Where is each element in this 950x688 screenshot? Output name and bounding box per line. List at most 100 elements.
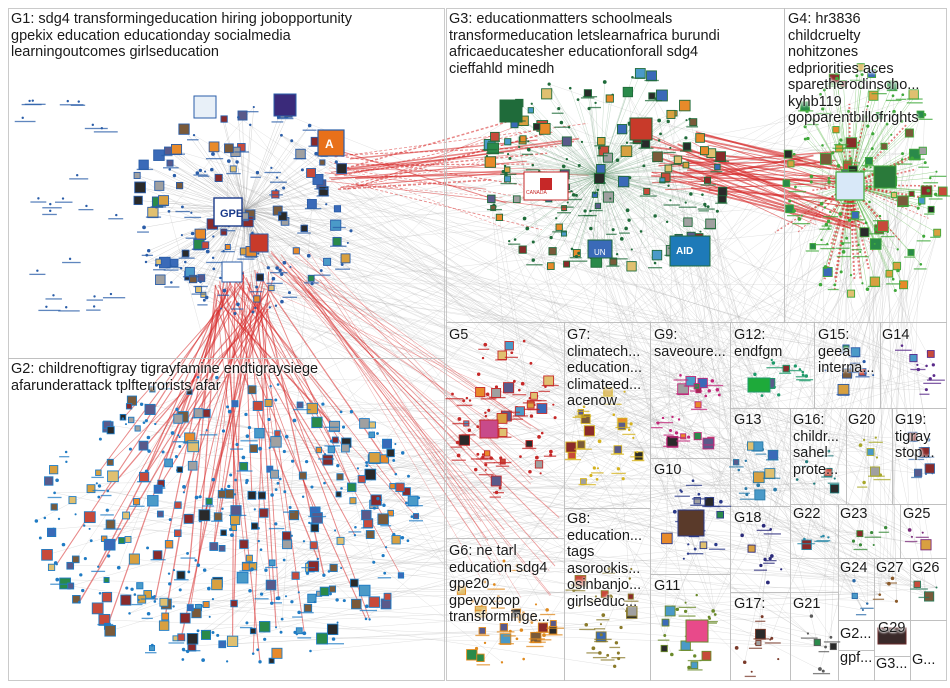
node <box>227 409 232 414</box>
node <box>794 185 797 189</box>
node <box>540 431 544 435</box>
node-label <box>535 631 550 633</box>
edge <box>270 250 505 531</box>
node-label <box>929 175 947 178</box>
node <box>827 536 830 539</box>
node <box>520 381 525 386</box>
node <box>470 599 475 603</box>
node-label <box>521 153 533 155</box>
node-label <box>551 112 564 114</box>
node <box>646 70 657 82</box>
node-label <box>799 465 811 468</box>
node <box>504 138 512 146</box>
edge <box>225 478 624 490</box>
node <box>694 401 702 409</box>
node <box>339 410 343 414</box>
node <box>282 449 286 454</box>
node <box>467 428 472 432</box>
node <box>603 181 606 185</box>
node-label <box>590 209 603 212</box>
edge <box>203 116 517 295</box>
edge <box>628 203 905 613</box>
node <box>744 487 748 491</box>
node <box>230 505 242 517</box>
node <box>777 393 781 397</box>
node-label <box>702 505 721 508</box>
edge <box>164 262 918 585</box>
edge <box>300 153 612 400</box>
node-label <box>297 232 311 234</box>
edge <box>827 184 851 218</box>
edge <box>290 263 556 567</box>
node-label <box>816 540 831 542</box>
node <box>170 431 175 435</box>
edge <box>603 150 890 584</box>
node <box>701 650 712 661</box>
edge <box>241 147 930 597</box>
node <box>809 243 817 250</box>
node <box>278 211 288 221</box>
node <box>115 213 118 217</box>
edge <box>481 154 789 606</box>
node-label <box>702 622 717 624</box>
node <box>297 591 300 594</box>
node <box>256 648 260 652</box>
node-label <box>738 492 750 494</box>
node-label <box>525 619 539 621</box>
node <box>248 588 252 593</box>
node <box>654 97 657 100</box>
node <box>683 609 688 614</box>
node-label <box>47 496 62 499</box>
node-label <box>293 408 311 411</box>
node <box>890 133 893 136</box>
node <box>891 94 895 98</box>
node <box>496 412 508 424</box>
node-label <box>611 472 626 475</box>
node <box>239 539 249 549</box>
node <box>368 431 375 439</box>
node-label <box>480 457 493 459</box>
node <box>158 620 170 631</box>
node <box>290 459 295 463</box>
node-label <box>841 202 857 205</box>
node <box>325 203 328 206</box>
node <box>487 142 499 155</box>
node-label <box>820 247 836 250</box>
node-label <box>167 266 182 269</box>
node <box>518 145 521 149</box>
node <box>525 440 533 448</box>
node <box>873 242 876 245</box>
node-label <box>590 472 604 474</box>
node <box>821 669 825 673</box>
node <box>89 539 93 543</box>
node-label <box>164 286 180 288</box>
node <box>253 508 256 511</box>
node-label <box>839 242 851 244</box>
node <box>804 450 808 454</box>
node-label <box>763 562 775 564</box>
edge <box>222 548 880 595</box>
node <box>474 646 479 651</box>
edge <box>853 181 893 581</box>
node <box>594 202 602 210</box>
node <box>872 374 875 377</box>
node <box>770 554 774 558</box>
edge <box>849 99 870 186</box>
node <box>760 394 764 397</box>
node-label <box>495 436 512 438</box>
edge <box>599 174 700 238</box>
edge <box>244 194 276 211</box>
node <box>290 600 294 604</box>
node-label <box>697 208 715 210</box>
node <box>664 605 676 617</box>
node <box>251 310 255 314</box>
edge <box>708 189 834 200</box>
node <box>584 622 589 627</box>
node <box>697 377 708 389</box>
edge <box>355 152 548 172</box>
node <box>192 133 196 137</box>
edge <box>544 128 601 176</box>
node <box>880 142 888 150</box>
node <box>407 474 410 478</box>
node <box>708 617 712 620</box>
